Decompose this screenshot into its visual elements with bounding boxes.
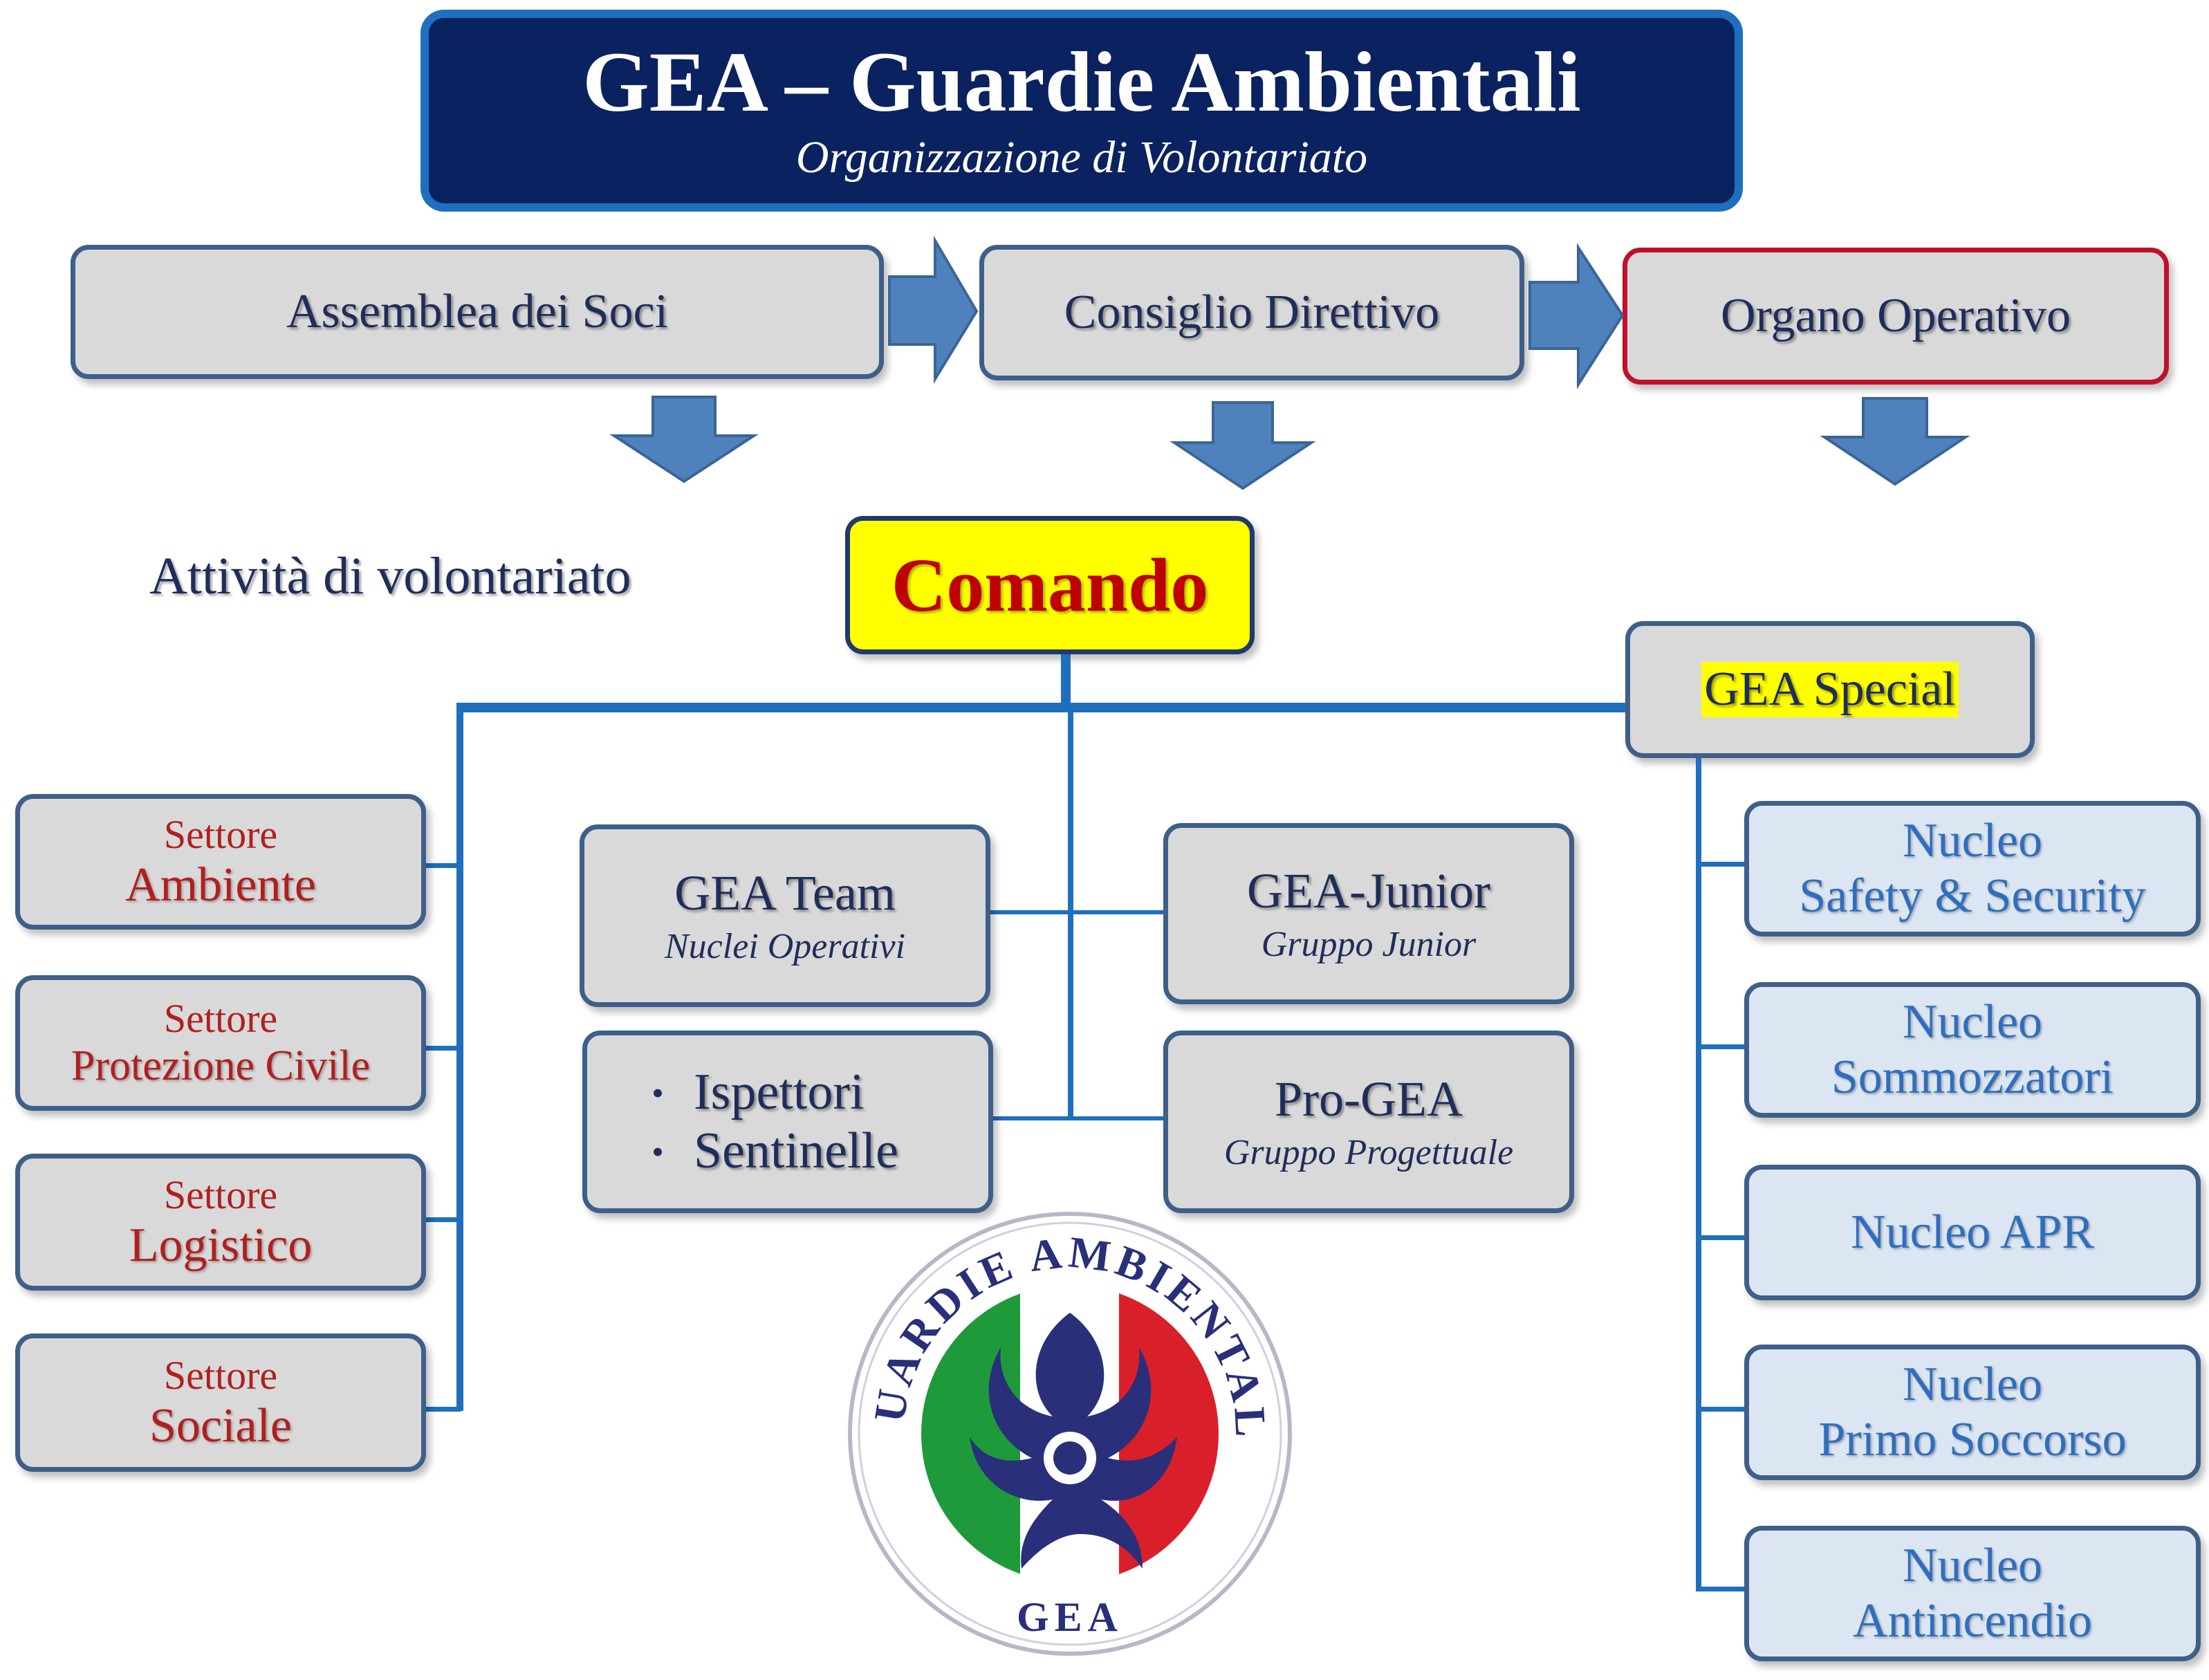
down-arrow-icon (609, 396, 759, 483)
nucleo-line2: Primo Soccorso (1818, 1413, 2127, 1466)
nucleo-connector (1696, 1407, 1746, 1412)
nucleo-line1: Nucleo (1902, 995, 2043, 1049)
junior-subtitle: Gruppo Junior (1261, 925, 1477, 964)
activity-label: Attività di volontariato (149, 547, 631, 605)
team-connector (990, 910, 1163, 914)
team-subtitle: Nuclei Operativi (664, 927, 906, 966)
council-box: Consiglio Direttivo (979, 245, 1524, 380)
special-label: GEA Special (1701, 662, 1959, 717)
nucleo-line2: Safety & Security (1799, 869, 2146, 923)
down-arrow-icon (1170, 401, 1316, 490)
logo-bottom-text: GEA (1017, 1594, 1123, 1640)
sector-prefix: Settore (163, 1172, 278, 1217)
sector-name: Sociale (149, 1399, 293, 1452)
team-title: GEA Team (674, 865, 896, 921)
sector-prefix: Settore (163, 1352, 278, 1398)
sector-connector (425, 863, 461, 868)
nucleo-line1: Nucleo (1902, 1539, 2043, 1592)
nucleo-connector (1696, 862, 1746, 867)
nucleo-box-safety: Nucleo Safety & Security (1744, 801, 2201, 936)
list-item: • Ispettori (622, 1063, 865, 1122)
main-horizontal-bar (456, 703, 1625, 712)
phoenix-icon (970, 1313, 1177, 1569)
progea-subtitle: Gruppo Progettuale (1223, 1133, 1514, 1172)
sector-box-ambiente: Settore Ambiente (15, 794, 426, 930)
page-title: GEA – Guardie Ambientali (582, 34, 1581, 129)
command-stem (1061, 654, 1071, 707)
nucleo-box-apr: Nucleo APR (1744, 1165, 2201, 1300)
assembly-label: Assemblea dei Soci (286, 285, 669, 338)
nucleo-connector (1696, 1044, 1746, 1049)
nucleo-line1: Nucleo (1902, 1358, 2043, 1411)
sector-prefix: Settore (163, 996, 278, 1041)
team-box: GEA Team Nuclei Operativi (580, 824, 990, 1007)
list-item: • Sentinelle (622, 1122, 898, 1181)
sector-box-sociale: Settore Sociale (15, 1333, 426, 1472)
nucleo-box-sommozzatori: Nucleo Sommozzatori (1744, 982, 2201, 1118)
sector-prefix: Settore (163, 811, 278, 857)
nucleo-box-primo-soccorso: Nucleo Primo Soccorso (1744, 1345, 2201, 1480)
council-label: Consiglio Direttivo (1064, 286, 1440, 339)
down-arrow-icon (1820, 397, 1970, 486)
nucleo-box-antincendio: Nucleo Antincendio (1744, 1526, 2201, 1661)
bullet-icon: • (651, 1073, 664, 1112)
junior-box: GEA-Junior Gruppo Junior (1163, 823, 1574, 1004)
list-connector (990, 1116, 1163, 1120)
command-box: Comando (845, 516, 1255, 654)
sector-connector (425, 1046, 461, 1051)
special-box: GEA Special (1625, 621, 2035, 758)
sector-connector (425, 1407, 461, 1412)
progea-box: Pro-GEA Gruppo Progettuale (1163, 1031, 1574, 1213)
sector-name: Logistico (129, 1218, 313, 1272)
nucleo-connector (1696, 1235, 1746, 1240)
nucleo-line1: Nucleo APR (1851, 1206, 2094, 1259)
nucleo-connector (1696, 1587, 1746, 1591)
bullet-icon: • (651, 1132, 664, 1171)
assembly-box: Assemblea dei Soci (71, 245, 884, 379)
operative-box: Organo Operativo (1623, 248, 2169, 385)
sector-box-protezione-civile: Settore Protezione Civile (15, 975, 426, 1111)
sector-connector (425, 1217, 461, 1222)
page-subtitle: Organizzazione di Volontariato (795, 132, 1368, 183)
roles-box: • Ispettori • Sentinelle (582, 1031, 993, 1213)
operative-label: Organo Operativo (1720, 289, 2071, 342)
right-arrow-icon (1528, 243, 1625, 389)
sector-box-logistico: Settore Logistico (15, 1154, 426, 1291)
junior-title: GEA-Junior (1247, 863, 1490, 919)
command-label: Comando (891, 542, 1209, 627)
role-label: Sentinelle (694, 1123, 898, 1179)
sector-name: Protezione Civile (71, 1042, 371, 1089)
nucleo-line1: Nucleo (1902, 814, 2043, 867)
header-box: GEA – Guardie Ambientali Organizzazione … (420, 10, 1743, 212)
gea-logo: GUARDIE AMBIENTALI GEA (845, 1209, 1292, 1656)
right-arrow-icon (888, 235, 979, 385)
progea-title: Pro-GEA (1275, 1071, 1463, 1127)
right-vertical-spine (1696, 758, 1701, 1591)
left-vertical-spine (456, 703, 463, 1411)
role-label: Ispettori (694, 1064, 865, 1120)
sector-name: Ambiente (124, 858, 317, 912)
nucleo-line2: Sommozzatori (1831, 1051, 2114, 1104)
nucleo-line2: Antincendio (1852, 1594, 2093, 1647)
